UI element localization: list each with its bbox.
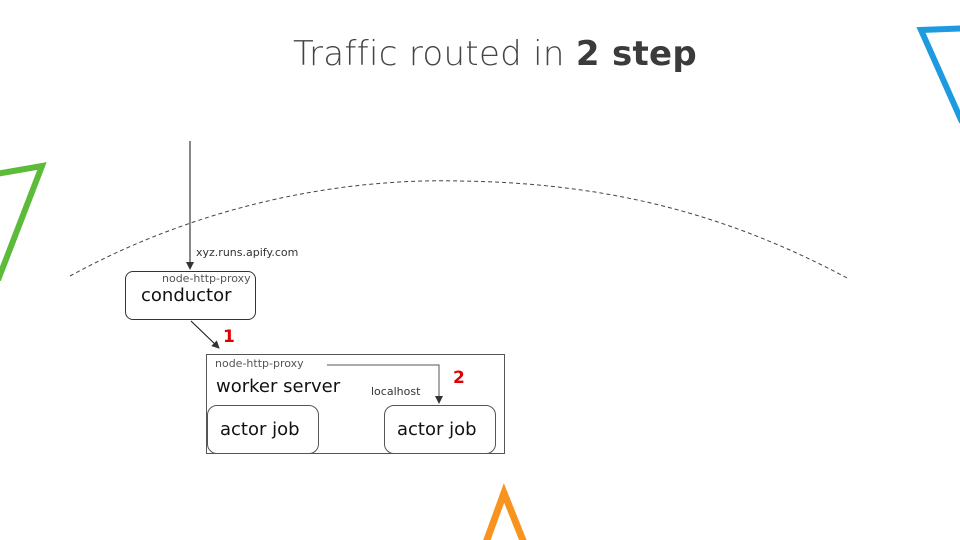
step-2-label: 2	[453, 368, 465, 388]
slide-title: Traffic routed in 2 step	[0, 34, 960, 74]
conductor-box	[125, 271, 256, 320]
conductor-proxy-tag: node-http-proxy	[162, 272, 251, 285]
step-1-arrow	[190, 320, 220, 349]
orange-triangle-decoration	[483, 483, 527, 540]
incoming-host-label: xyz.runs.apify.com	[196, 246, 299, 259]
green-triangle-decoration	[0, 162, 47, 282]
conductor-label: conductor	[141, 285, 232, 306]
actor-job-box-2	[384, 405, 496, 454]
step-2-arrow	[327, 364, 443, 404]
worker-proxy-tag: node-http-proxy	[215, 357, 304, 370]
blue-triangle-decoration	[916, 25, 960, 124]
step-1-label: 1	[223, 327, 235, 347]
actor-job-label-1: actor job	[220, 419, 300, 440]
worker-server-label: worker server	[216, 376, 341, 397]
title-text: Traffic routed in	[292, 34, 576, 74]
worker-server-box	[206, 354, 505, 454]
actor-job-box-1	[207, 405, 319, 454]
title-bold-text: 2 step	[575, 34, 698, 74]
actor-job-label-2: actor job	[397, 419, 477, 440]
localhost-label: localhost	[371, 385, 421, 398]
network-boundary-curve	[69, 180, 850, 280]
